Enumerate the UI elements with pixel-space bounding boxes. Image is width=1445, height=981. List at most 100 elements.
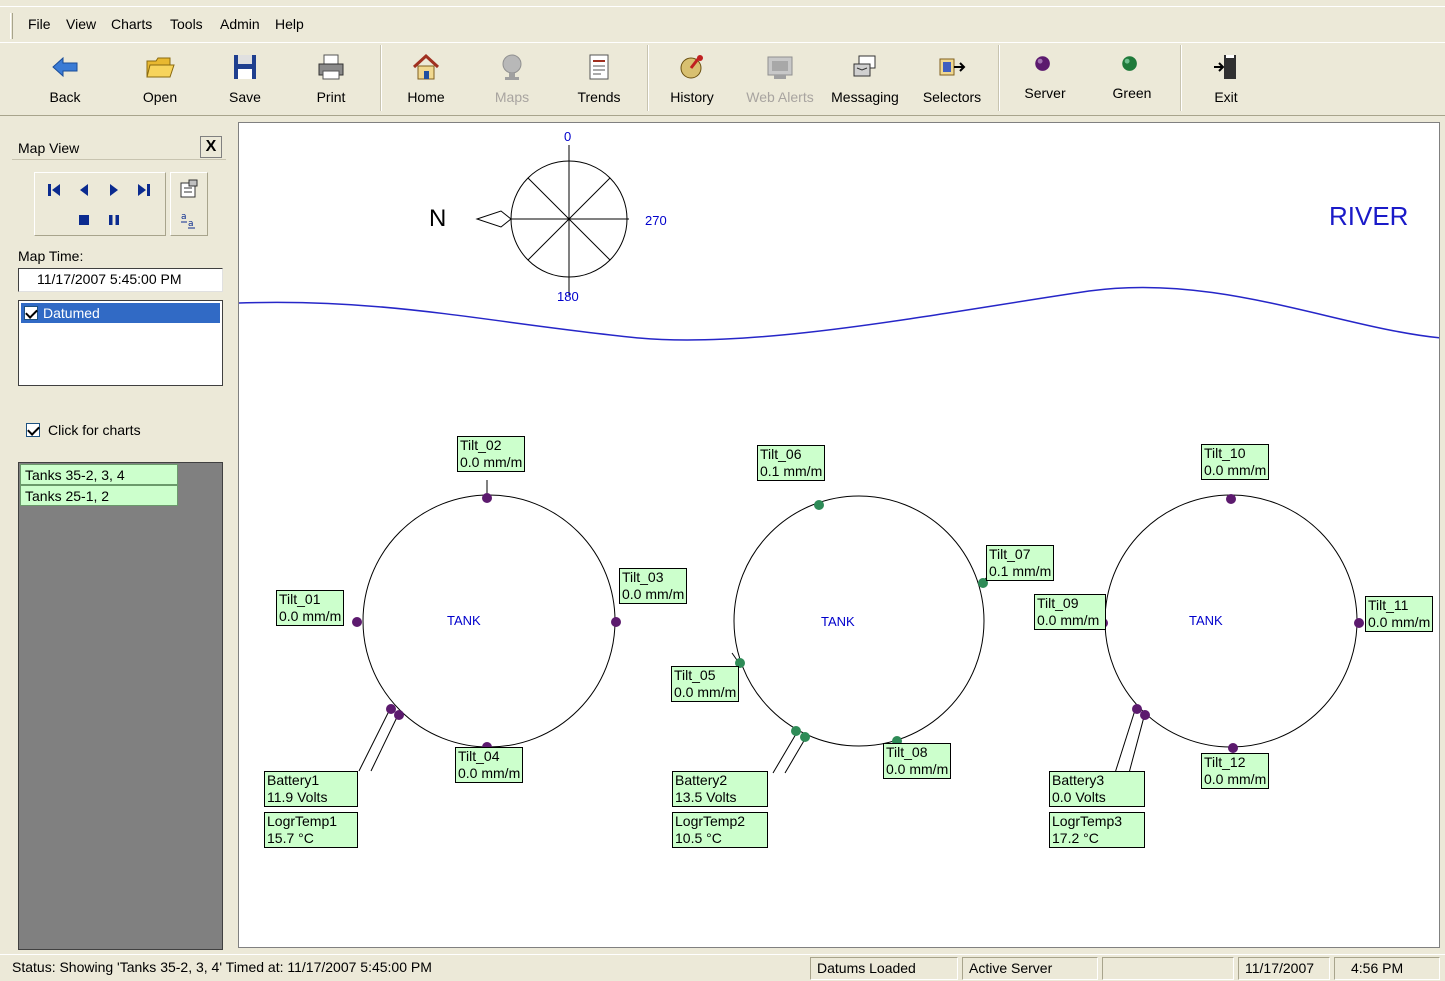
trends-button[interactable]: Trends	[565, 43, 633, 113]
status-time: 4:56 PM	[1334, 957, 1440, 980]
sensor-name: Tilt_09	[1037, 595, 1079, 611]
toolbar-separator	[998, 45, 1000, 111]
map-canvas[interactable]: N 0 270 180 RIVER TANK TANK TANK Tilt_02…	[238, 122, 1440, 948]
document-icon	[589, 54, 609, 80]
menu-tools[interactable]: Tools	[170, 16, 203, 32]
sensor-name: Tilt_12	[1204, 754, 1246, 770]
compass-rose	[475, 145, 629, 295]
menu-file[interactable]: File	[28, 16, 51, 32]
web-alerts-button[interactable]: Web Alerts	[740, 43, 820, 113]
layer-list[interactable]: Datumed	[18, 300, 223, 386]
tank-2-outline[interactable]	[733, 495, 985, 747]
open-button[interactable]: Open	[125, 43, 195, 113]
sensor-name: Tilt_04	[458, 748, 500, 764]
selectors-button[interactable]: Selectors	[914, 43, 990, 113]
menu-admin[interactable]: Admin	[220, 16, 260, 32]
map-group-list: Tanks 35-2, 3, 4 Tanks 25-1, 2	[18, 462, 223, 950]
skip-last-icon	[138, 184, 150, 196]
pause-button[interactable]	[103, 209, 125, 231]
messaging-button[interactable]: Messaging	[826, 43, 904, 113]
stop-button[interactable]	[73, 209, 95, 231]
menu-view[interactable]: View	[66, 16, 97, 32]
back-button[interactable]: Back	[30, 43, 100, 113]
sensor-name: Battery3	[1052, 772, 1105, 788]
toolbar-separator	[647, 45, 649, 111]
toolbar-separator	[380, 45, 382, 111]
tank-1-outline[interactable]	[362, 494, 616, 748]
sensor-value: 0.1 mm/m	[760, 463, 823, 479]
house-icon	[412, 53, 440, 80]
click-for-charts-option[interactable]: Click for charts	[22, 422, 141, 438]
river-line	[239, 286, 1439, 341]
previous-frame-button[interactable]	[73, 179, 95, 201]
layer-item-datumed[interactable]: Datumed	[21, 303, 220, 323]
sensor-value: 0.0 Volts	[1052, 789, 1106, 805]
status-datums: Datums Loaded	[810, 957, 958, 980]
menu-help[interactable]: Help	[275, 16, 304, 32]
sensor-name: LogrTemp2	[675, 813, 746, 829]
compass-north-letter: N	[429, 205, 447, 232]
properties-button[interactable]	[178, 178, 200, 200]
print-button[interactable]: Print	[298, 43, 364, 113]
sensor-value: 0.0 mm/m	[460, 454, 523, 470]
printer-icon	[318, 54, 344, 80]
status-message: Status: Showing 'Tanks 35-2, 3, 4' Timed…	[12, 959, 432, 975]
panel-header: Map View X	[12, 128, 226, 160]
sensor-value: 0.0 mm/m	[458, 765, 521, 781]
compass-degree-180: 180	[557, 289, 579, 304]
first-frame-button[interactable]	[43, 179, 65, 201]
stop-icon	[79, 215, 89, 225]
tank-3-outline[interactable]	[1104, 494, 1358, 748]
svg-text:a: a	[188, 219, 194, 229]
menu-charts[interactable]: Charts	[111, 16, 153, 32]
sensor-value: 0.1 mm/m	[989, 563, 1052, 579]
group-item-tanks-35[interactable]: Tanks 35-2, 3, 4	[20, 464, 178, 485]
green-button[interactable]: Green	[1097, 43, 1167, 113]
map-time-field[interactable]: 11/17/2007 5:45:00 PM	[18, 268, 223, 292]
last-frame-button[interactable]	[133, 179, 155, 201]
click-for-charts-checkbox[interactable]	[26, 423, 40, 437]
previous-icon	[80, 184, 88, 196]
tank-3-label: TANK	[1189, 613, 1223, 628]
status-bar: Status: Showing 'Tanks 35-2, 3, 4' Timed…	[0, 954, 1445, 981]
layer-label: Datumed	[43, 305, 100, 321]
history-button[interactable]: History	[658, 43, 726, 113]
save-button[interactable]: Save	[212, 43, 278, 113]
sensor-markers	[352, 493, 1364, 753]
group-item-tanks-25[interactable]: Tanks 25-1, 2	[20, 485, 178, 506]
maps-button[interactable]: Maps	[479, 43, 545, 113]
layer-checkbox[interactable]	[24, 306, 38, 320]
floppy-disk-icon	[234, 55, 256, 79]
sensor-name: Tilt_11	[1368, 597, 1409, 613]
toolbar-separator	[1180, 45, 1182, 111]
server-button[interactable]: Server	[1010, 43, 1080, 113]
folder-icon	[146, 57, 175, 78]
home-button[interactable]: Home	[393, 43, 459, 113]
sensor-value: 0.0 mm/m	[622, 586, 685, 602]
sensor-name: Tilt_10	[1204, 445, 1246, 461]
green-status-dot-icon	[1122, 56, 1137, 71]
next-frame-button[interactable]	[103, 179, 125, 201]
sensor-name: Tilt_06	[760, 446, 802, 462]
exit-button[interactable]: Exit	[1192, 43, 1260, 113]
close-panel-button[interactable]: X	[200, 136, 222, 158]
